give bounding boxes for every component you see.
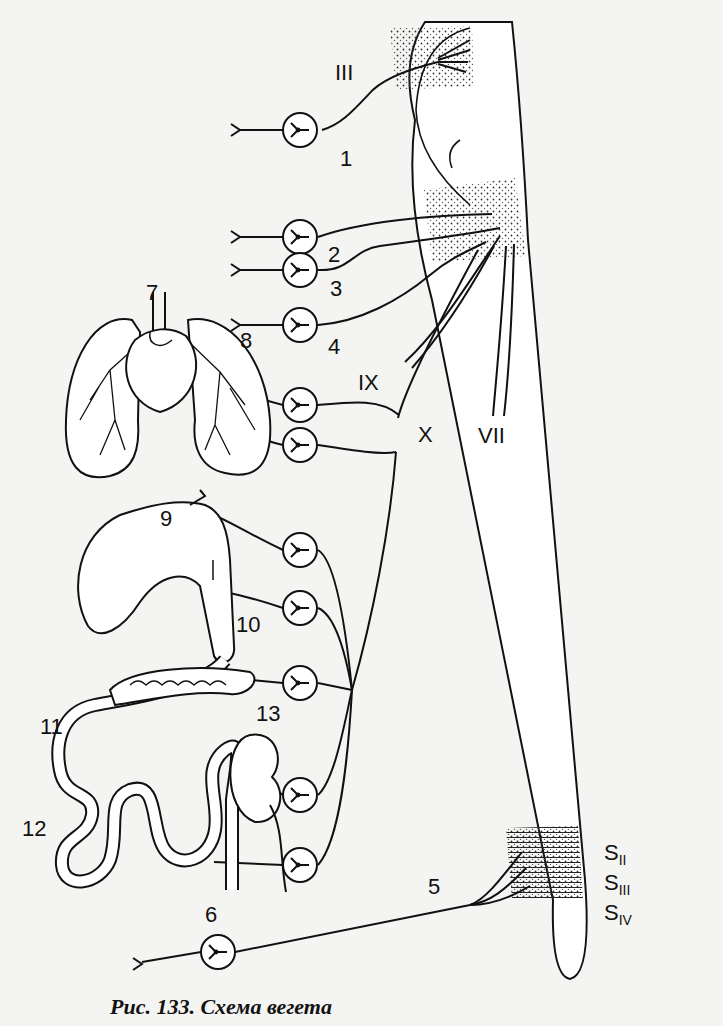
callout-number: 3 — [330, 278, 342, 300]
callout-number: VII — [478, 425, 505, 447]
segment-label: SII — [604, 842, 626, 867]
callout-number: IX — [358, 372, 379, 394]
figure-caption: Рис. 133. Схема вегета — [110, 994, 332, 1020]
callout-number: 13 — [256, 703, 280, 725]
callout-number: 5 — [428, 876, 440, 898]
callout-number: 12 — [22, 818, 46, 840]
callout-number: 4 — [328, 336, 340, 358]
callout-number: 8 — [240, 330, 252, 352]
callout-number: 1 — [340, 148, 352, 170]
callout-number: 9 — [160, 508, 172, 530]
callout-number: 7 — [146, 282, 158, 304]
callout-number: 11 — [40, 716, 63, 738]
segment-label: SIV — [604, 902, 632, 927]
callout-number: X — [418, 424, 433, 446]
segment-label: SIII — [604, 872, 630, 897]
callout-number: 10 — [236, 614, 260, 636]
callout-number: 2 — [328, 244, 340, 266]
callout-number: III — [335, 62, 353, 84]
callout-number: 6 — [205, 904, 217, 926]
